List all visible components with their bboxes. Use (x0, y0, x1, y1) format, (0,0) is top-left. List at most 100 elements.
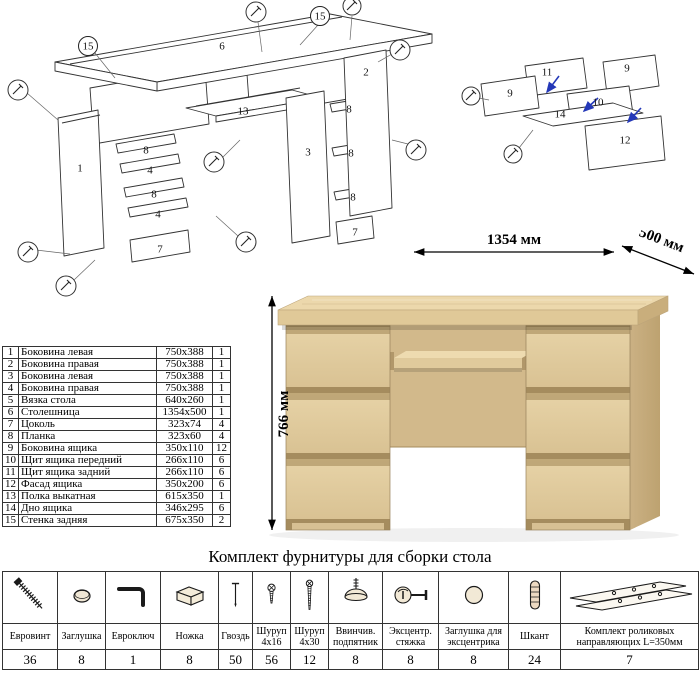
part-size: 346x295 (156, 502, 213, 515)
hardware-name: Гвоздь (218, 623, 253, 650)
part-number: 1 (2, 346, 19, 359)
part-name: Боковина левая (18, 370, 157, 383)
hardware-qty: 56 (252, 649, 291, 670)
hardware-name: Евровинт (2, 623, 58, 650)
part-size: 675x350 (156, 514, 213, 527)
hardware-name: Шкант (508, 623, 561, 650)
callout-circle (78, 36, 98, 56)
part-qty: 1 (212, 394, 231, 407)
desk-parts-line-art (54, 13, 433, 263)
part-callout-4: 4 (147, 165, 153, 177)
fitting-callout-icon (461, 86, 481, 106)
part-number: 6 (2, 406, 19, 419)
part-name: Боковина левая (18, 346, 157, 359)
part-number: 14 (2, 502, 19, 515)
fitting-callout-icon (17, 241, 39, 263)
part-callout-8: 8 (348, 148, 354, 160)
part-name: Щит ящика передний (18, 454, 157, 467)
part-name: Вязка стола (18, 394, 157, 407)
drawer-front (286, 459, 390, 519)
plinth (292, 523, 384, 530)
part-number: 9 (2, 442, 19, 455)
plug-icon (57, 571, 106, 624)
part-qty: 4 (212, 430, 231, 443)
fitting-callout-icon (503, 144, 523, 164)
part-size: 350x200 (156, 478, 213, 491)
roller-slides-icon (560, 571, 699, 624)
part-qty: 1 (212, 358, 231, 371)
hardware-qty: 8 (438, 649, 509, 670)
part-qty: 1 (212, 382, 231, 395)
hardware-name: Комплект роликовых направляющих L=350мм (560, 623, 699, 650)
tabletop (277, 295, 669, 330)
left-pedestal (285, 324, 391, 531)
right-pedestal (525, 311, 660, 531)
fitting-callout-icon (245, 1, 267, 23)
desk-3d-view: 1354 мм 500 мм 766 мм (268, 230, 695, 542)
hardware-name: Евроключ (105, 623, 161, 650)
screw-4x16-icon (252, 571, 291, 624)
drawer-front (526, 393, 630, 453)
part-name: Боковина правая (18, 358, 157, 371)
part-size: 350x110 (156, 442, 213, 455)
hardware-qty: 12 (290, 649, 329, 670)
drawer-front (526, 327, 630, 387)
part-qty: 6 (212, 502, 231, 515)
hardware-qty: 8 (382, 649, 439, 670)
drawer-front (526, 459, 630, 519)
hardware-name: Шуруп 4x30 (290, 623, 329, 650)
part-qty: 1 (212, 346, 231, 359)
part-qty: 4 (212, 418, 231, 431)
hardware-name: Эксцентр. стяжка (382, 623, 439, 650)
part-callout-14: 14 (555, 109, 567, 121)
part-qty: 6 (212, 454, 231, 467)
pedestal-side-panel (630, 311, 660, 530)
hardware-qty: 1 (105, 649, 161, 670)
hardware-name: Ножка (160, 623, 219, 650)
part-qty: 1 (212, 370, 231, 383)
hardware-name: Заглушка для эксцентрика (438, 623, 509, 650)
part-qty: 1 (212, 406, 231, 419)
callout-circle (310, 6, 330, 26)
part-name: Дно ящика (18, 502, 157, 515)
hardware-qty: 8 (328, 649, 383, 670)
hardware-icon-row (2, 571, 699, 624)
fitting-callout-icon (7, 79, 29, 101)
part-number: 8 (2, 430, 19, 443)
part-callout-4: 4 (155, 209, 161, 221)
part-qty: 6 (212, 478, 231, 491)
fitting-callout-icon (405, 139, 427, 161)
part-qty: 6 (212, 466, 231, 479)
plinth (532, 523, 624, 530)
part-size: 750x388 (156, 358, 213, 371)
hardware-kit-title: Комплект фурнитуры для сборки стола (208, 547, 492, 566)
part-size: 1354x500 (156, 406, 213, 419)
part-size: 640x260 (156, 394, 213, 407)
fitting-callout-icon (203, 151, 225, 173)
part-number: 2 (2, 358, 19, 371)
part-number: 10 (2, 454, 19, 467)
floor-shadow (269, 528, 679, 542)
screw-4x30-icon (290, 571, 329, 624)
part-number: 4 (2, 382, 19, 395)
drawer-leader-lines (478, 97, 534, 149)
hardware-fitting-callouts (7, 0, 427, 297)
fitting-callout-icon (342, 0, 362, 16)
fitting-callout-icon (55, 275, 77, 297)
part-callout-8: 8 (151, 189, 157, 201)
hardware-qty: 24 (508, 649, 561, 670)
